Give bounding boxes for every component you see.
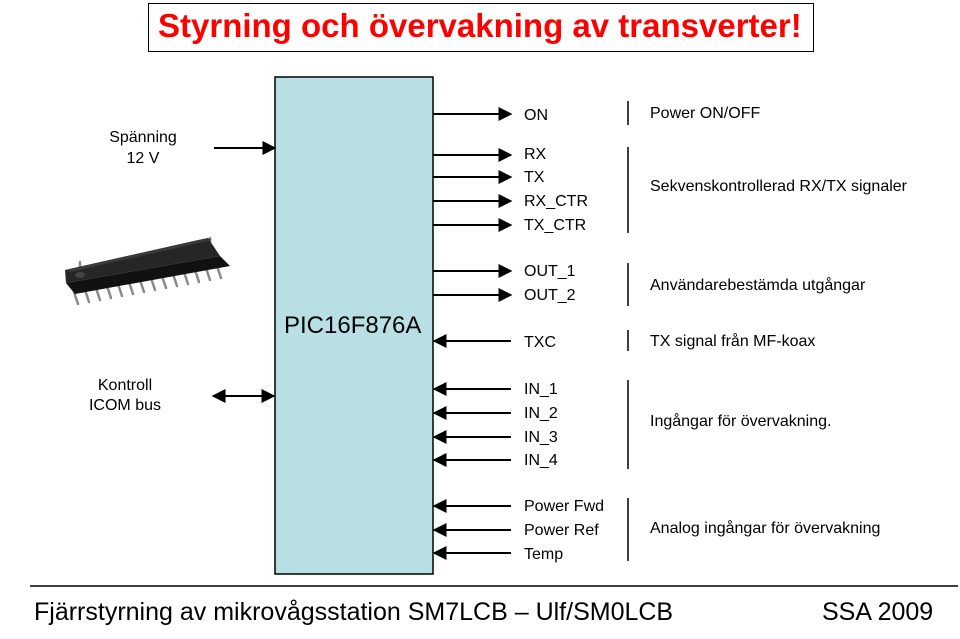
signal-out2: OUT_2 (524, 287, 576, 304)
supply-label-line1: Spänning (109, 129, 177, 146)
desc-sequence: Sekvenskontrollerad RX/TX signaler (650, 178, 908, 195)
signal-temp: Temp (524, 546, 564, 563)
supply-label-line2: 12 V (126, 150, 160, 167)
signal-in1: IN_1 (524, 381, 558, 398)
desc-user-outputs: Användarebestämda utgångar (650, 277, 866, 294)
output-arrows (433, 107, 513, 302)
signal-on: ON (524, 107, 548, 124)
signal-txc: TXC (524, 334, 556, 351)
signal-power-ref: Power Ref (524, 522, 599, 539)
desc-analog-inputs: Analog ingångar för övervakning (650, 520, 881, 537)
page-title: Styrning och övervakning av transverter! (158, 7, 802, 44)
signal-power-fwd: Power Fwd (524, 498, 605, 515)
title-frame (148, 3, 814, 52)
signal-rx-ctr: RX_CTR (524, 193, 589, 210)
signal-out1: OUT_1 (524, 263, 576, 280)
chip-name: PIC16F876A (284, 312, 422, 339)
signal-tx: TX (524, 169, 545, 186)
pic-chip-block (274, 76, 434, 575)
desc-monitor-inputs: Ingångar för övervakning. (650, 413, 832, 430)
signal-in3: IN_3 (524, 429, 558, 446)
bus-label-line1: Kontroll (97, 377, 153, 394)
signal-rx: RX (524, 146, 547, 163)
microcontroller-dip-chip-icon (65, 236, 230, 306)
desc-power: Power ON/OFF (650, 105, 761, 122)
desc-tx-signal: TX signal från MF-koax (650, 333, 816, 350)
signal-in4: IN_4 (524, 452, 558, 469)
signal-tx-ctr: TX_CTR (524, 217, 587, 234)
signal-in2: IN_2 (524, 405, 558, 422)
footer-text: Fjärrstyrning av mikrovågsstation SM7LCB… (34, 598, 674, 626)
bus-label-line2: ICOM bus (88, 397, 161, 414)
input-arrows (432, 334, 511, 560)
footer-year: SSA 2009 (822, 598, 934, 626)
